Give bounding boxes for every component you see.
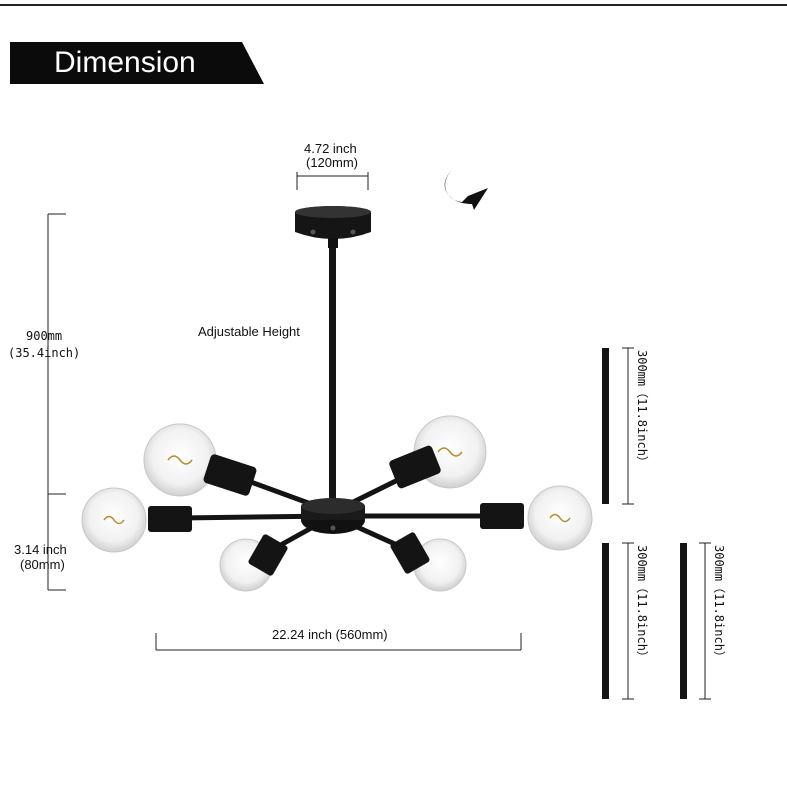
extension-rod-2-label: 300mm（11.8inch）	[635, 545, 649, 663]
fixture-height-bracket	[47, 494, 66, 591]
bulb-sockets	[148, 445, 524, 576]
total-height-bracket	[47, 213, 66, 495]
fixture-height-mm: (80mm)	[20, 557, 65, 572]
extension-rod-1-label: 300mm（11.8inch）	[635, 350, 649, 468]
total-height-mm: 900mm	[26, 329, 63, 343]
extension-rod-2	[602, 543, 609, 699]
span-width-label: 22.24 inch (560mm)	[272, 627, 388, 642]
adjustable-height-label: Adjustable Height	[198, 324, 300, 339]
canopy-width-mm: (120mm)	[306, 155, 359, 170]
bulb-left	[81, 487, 147, 553]
extension-rod-1	[602, 348, 609, 504]
extension-rod-3	[680, 543, 687, 699]
bulb-back-left	[143, 423, 217, 497]
curved-arrow-icon	[444, 170, 488, 210]
span-bracket	[155, 633, 522, 651]
rod-length-brackets	[622, 347, 711, 700]
top-border-line	[0, 4, 787, 6]
total-height-inch: (35.4inch)	[8, 346, 81, 360]
bulb-right	[527, 485, 593, 551]
down-rod	[329, 248, 336, 500]
fixture-height-inch: 3.14 inch	[14, 542, 67, 557]
canopy-width-inch: 4.72 inch	[304, 141, 357, 156]
center-hub	[301, 498, 365, 534]
dimension-banner: Dimension	[10, 42, 264, 84]
canopy-width-bracket	[296, 172, 369, 190]
page-title: Dimension	[54, 46, 196, 79]
ceiling-canopy	[295, 206, 371, 248]
extension-rod-3-label: 300mm（11.8inch）	[712, 545, 726, 663]
